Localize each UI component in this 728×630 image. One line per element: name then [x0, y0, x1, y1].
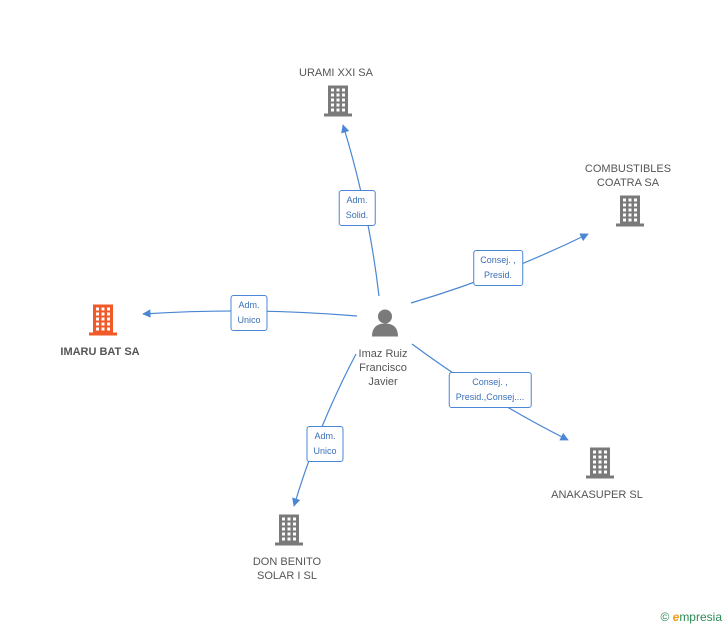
person-name-line: Imaz Ruiz — [358, 348, 408, 360]
building-icon-donbenito[interactable] — [273, 513, 305, 552]
relation-label-imaru-line: Adm. — [238, 300, 260, 310]
company-name-combustibles-line: COATRA SA — [596, 177, 660, 189]
person-name-line: Javier — [368, 376, 398, 388]
building-icon-urami[interactable] — [322, 84, 354, 123]
copyright-symbol: © — [660, 610, 670, 624]
person-icon[interactable] — [370, 308, 400, 343]
company-name-imaru[interactable]: IMARU BAT SA — [60, 345, 139, 359]
company-name-urami-line: URAMI XXI SA — [299, 67, 373, 79]
relation-label-combustibles-line: Consej. , — [480, 255, 516, 265]
company-name-donbenito-line: SOLAR I SL — [257, 570, 317, 582]
company-name-combustibles-line: COMBUSTIBLES — [584, 163, 672, 175]
company-name-anakasuper[interactable]: ANAKASUPER SL — [551, 488, 643, 502]
building-icon-anakasuper[interactable] — [584, 446, 616, 485]
relation-label-donbenito-line: Unico — [313, 446, 337, 456]
building-icon-combustibles[interactable] — [614, 194, 646, 233]
building-icon-imaru[interactable] — [87, 303, 119, 342]
relation-label-combustibles-line: Presid. — [483, 270, 512, 280]
relation-label-imaru[interactable]: Adm. Unico — [230, 295, 268, 331]
relation-label-urami-line: Adm. — [346, 195, 368, 205]
empresia-logo: © empresia — [660, 610, 722, 624]
brand-name: mpresia — [679, 610, 722, 624]
brand-initial: e — [672, 610, 680, 624]
company-name-donbenito-line: DON BENITO — [252, 556, 322, 568]
relation-label-anakasuper-line: Presid.,Consej.... — [455, 392, 525, 402]
relation-label-imaru-line: Unico — [237, 315, 261, 325]
relation-label-donbenito-line: Adm. — [314, 431, 336, 441]
relation-label-anakasuper[interactable]: Consej. , Presid.,Consej.... — [448, 372, 532, 408]
relation-label-urami-line: Solid. — [345, 210, 369, 220]
relation-label-combustibles[interactable]: Consej. , Presid. — [473, 250, 523, 286]
relation-label-donbenito[interactable]: Adm. Unico — [306, 426, 344, 462]
company-name-urami[interactable]: URAMI XXI SA — [299, 66, 373, 80]
relation-label-anakasuper-line: Consej. , — [472, 377, 508, 387]
relation-label-urami[interactable]: Adm. Solid. — [338, 190, 376, 226]
company-name-donbenito[interactable]: DON BENITO SOLAR I SL — [253, 555, 321, 583]
person-name-line: Francisco — [359, 362, 407, 374]
company-name-anakasuper-line: ANAKASUPER SL — [551, 489, 643, 501]
company-name-imaru-line: IMARU BAT SA — [60, 346, 140, 358]
company-name-combustibles[interactable]: COMBUSTIBLES COATRA SA — [585, 162, 671, 190]
